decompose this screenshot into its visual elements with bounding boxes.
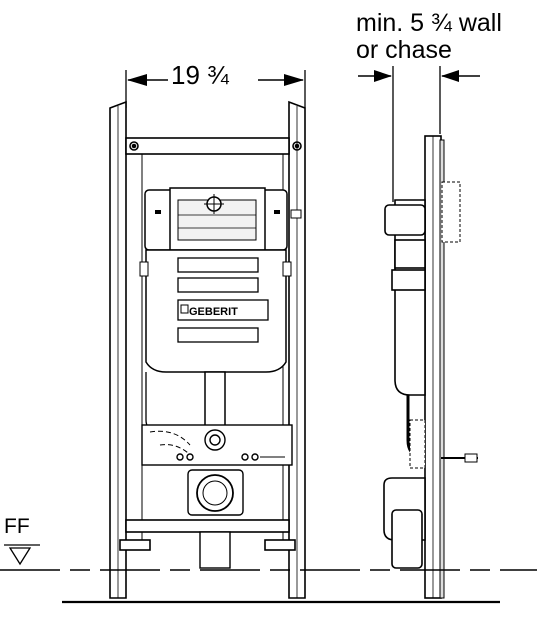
arrow-left-icon [441,70,459,82]
arrow-right-icon [284,74,304,86]
left-foot [119,539,151,551]
bolt-icon [292,141,302,151]
finished-floor-label: FF [4,515,30,538]
mounting-hole-icon [176,453,184,461]
right-foot [264,539,296,551]
wall-depth-label-line1: min. 5 ¾ wall [356,9,502,37]
drain-pipe [199,531,231,569]
connection-plate [141,424,293,569]
cistern-front: GEBERIT [139,187,302,431]
brand-plate [177,299,269,321]
bottom-crossbar [125,519,290,533]
depth-dimension [358,66,480,202]
arrow-left-icon [127,74,147,86]
brand-logo: GEBERIT [189,306,238,318]
side-view-frame [383,135,478,599]
bolt-icon [129,141,139,151]
flush-pipe [204,371,226,428]
frame-width-label: 19 ¾ [171,60,229,90]
arrow-right-icon [374,70,392,82]
floor-level-marker-icon [8,547,32,566]
floor-level [0,544,537,604]
actuator-plate-side [441,181,461,243]
top-crossbar [125,137,290,155]
wall-depth-label: min. 5 ¾ wall or chase [356,10,502,64]
width-dimension [125,70,306,108]
wall-depth-label-line2: or chase [356,36,452,64]
